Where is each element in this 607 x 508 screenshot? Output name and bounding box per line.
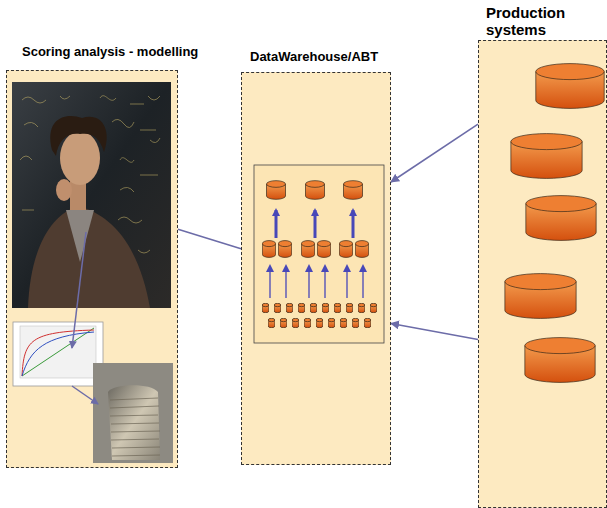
connector-line — [391, 324, 478, 340]
dashed-panel: DataWarehouse/ABT — [241, 72, 391, 465]
panel-heading: Production systems — [486, 4, 596, 38]
panel-heading: Scoring analysis - modelling — [22, 44, 198, 60]
dashed-panel: Scoring analysis - modelling — [6, 70, 178, 468]
leader-line — [72, 232, 98, 404]
connector-line — [178, 229, 241, 249]
scientist-photo — [12, 82, 171, 308]
roc-chart — [13, 322, 103, 386]
paper-stack — [93, 363, 173, 463]
connector-line — [391, 124, 478, 182]
database-cylinder — [505, 64, 604, 383]
panel-fill — [6, 40, 607, 508]
panel-heading: DataWarehouse/ABT — [250, 49, 378, 65]
warehouse-layers — [254, 165, 384, 343]
dashed-panel: Production systems — [478, 40, 607, 508]
